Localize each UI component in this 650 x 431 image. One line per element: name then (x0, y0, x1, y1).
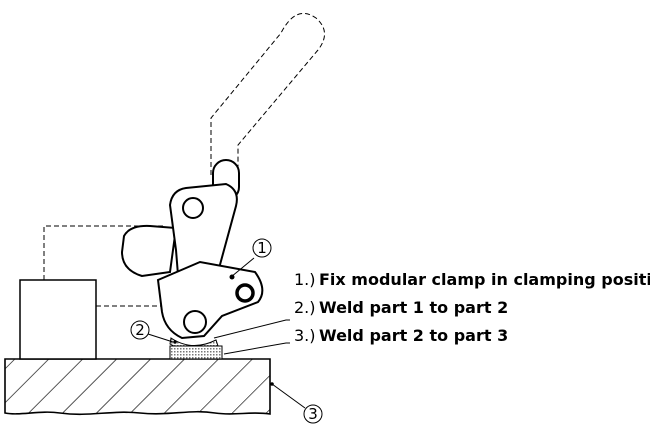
callout-2-label: 2 (135, 321, 145, 339)
pressure-pad-weld (169, 337, 223, 360)
step-2-text: Weld part 1 to part 2 (319, 298, 508, 317)
step-3-number: 3.) (294, 326, 316, 345)
handle-open-position-dashed (210, 13, 325, 175)
step-1-number: 1.) (294, 270, 316, 289)
callout-3-label: 3 (308, 405, 318, 423)
base-plate (4, 358, 271, 416)
step-list: 1.) Fix modular clamp in clamping positi… (294, 270, 650, 345)
clamp-body-dashed-outline (43, 225, 165, 307)
callout-1: 1 (230, 238, 272, 278)
step-3-text: Weld part 2 to part 3 (319, 326, 508, 345)
step-leader-lines (213, 319, 290, 355)
step-2-number: 2.) (294, 298, 316, 317)
callout-1-label: 1 (257, 239, 267, 257)
callout-3: 3 (270, 382, 323, 424)
left-block (19, 279, 97, 360)
callout-2: 2 (130, 320, 174, 343)
step-1-text: Fix modular clamp in clamping position (319, 270, 650, 289)
clamp-arm (156, 260, 264, 340)
